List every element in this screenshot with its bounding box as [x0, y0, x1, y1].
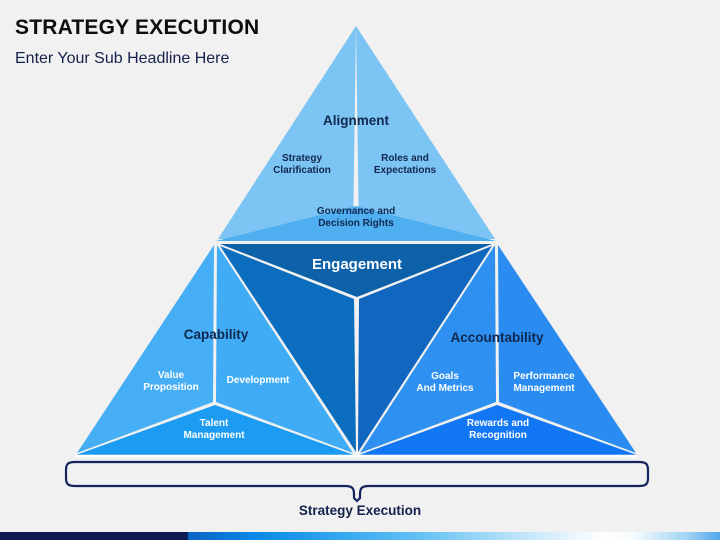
- page-subtitle: Enter Your Sub Headline Here: [15, 50, 230, 67]
- facet-strategy-clarification[interactable]: [218, 26, 356, 239]
- facet-roles-and-expectations[interactable]: [356, 26, 495, 239]
- section-accountability[interactable]: [359, 245, 637, 455]
- bottom-accent-gradient-segment: [188, 532, 720, 540]
- bottom-accent-navy-segment: [0, 532, 188, 540]
- facet-value-proposition[interactable]: [77, 245, 214, 453]
- facet-performance-management[interactable]: [498, 245, 636, 453]
- bottom-brace: [64, 460, 650, 503]
- facet-development[interactable]: [216, 245, 353, 453]
- facet-engagement-right[interactable]: [358, 246, 492, 452]
- section-capability[interactable]: [76, 245, 354, 455]
- facet-goals-and-metrics[interactable]: [360, 245, 496, 453]
- bottom-accent-bar: [0, 532, 720, 540]
- section-alignment[interactable]: [216, 26, 496, 241]
- section-engagement[interactable]: [220, 244, 492, 452]
- facet-talent-management[interactable]: [76, 405, 354, 455]
- facet-engagement-top[interactable]: [220, 244, 492, 297]
- page-title: STRATEGY EXECUTION: [15, 16, 260, 39]
- facet-rewards-and-recognition[interactable]: [359, 405, 637, 455]
- facet-governance-and-decision-rights[interactable]: [216, 206, 496, 241]
- footer-label: Strategy Execution: [298, 503, 422, 518]
- facet-engagement-left[interactable]: [220, 246, 356, 452]
